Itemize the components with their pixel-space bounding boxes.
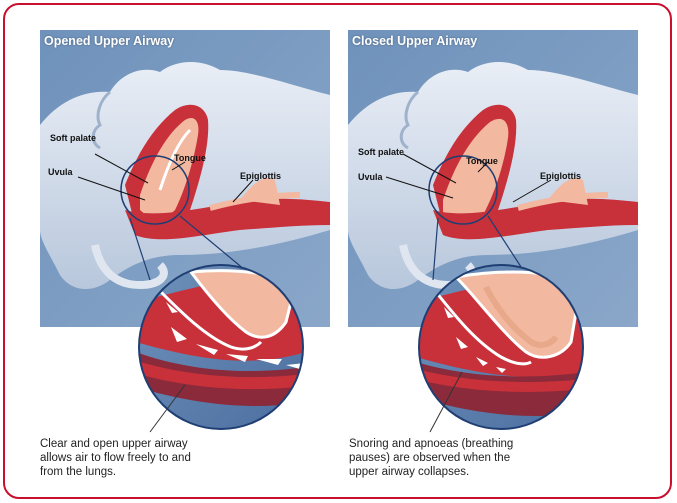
caption-line: pauses) are observed when the: [349, 451, 513, 465]
closed-airway-caption: Snoring and apnoeas (breathing pauses) a…: [349, 437, 513, 479]
caption-line: Clear and open upper airway: [40, 437, 191, 451]
caption-line: allows air to flow freely to and: [40, 451, 191, 465]
caption-line: Snoring and apnoeas (breathing: [349, 437, 513, 451]
caption-line: upper airway collapses.: [349, 465, 513, 479]
opened-airway-caption: Clear and open upper airway allows air t…: [40, 437, 191, 479]
caption-line: from the lungs.: [40, 465, 191, 479]
